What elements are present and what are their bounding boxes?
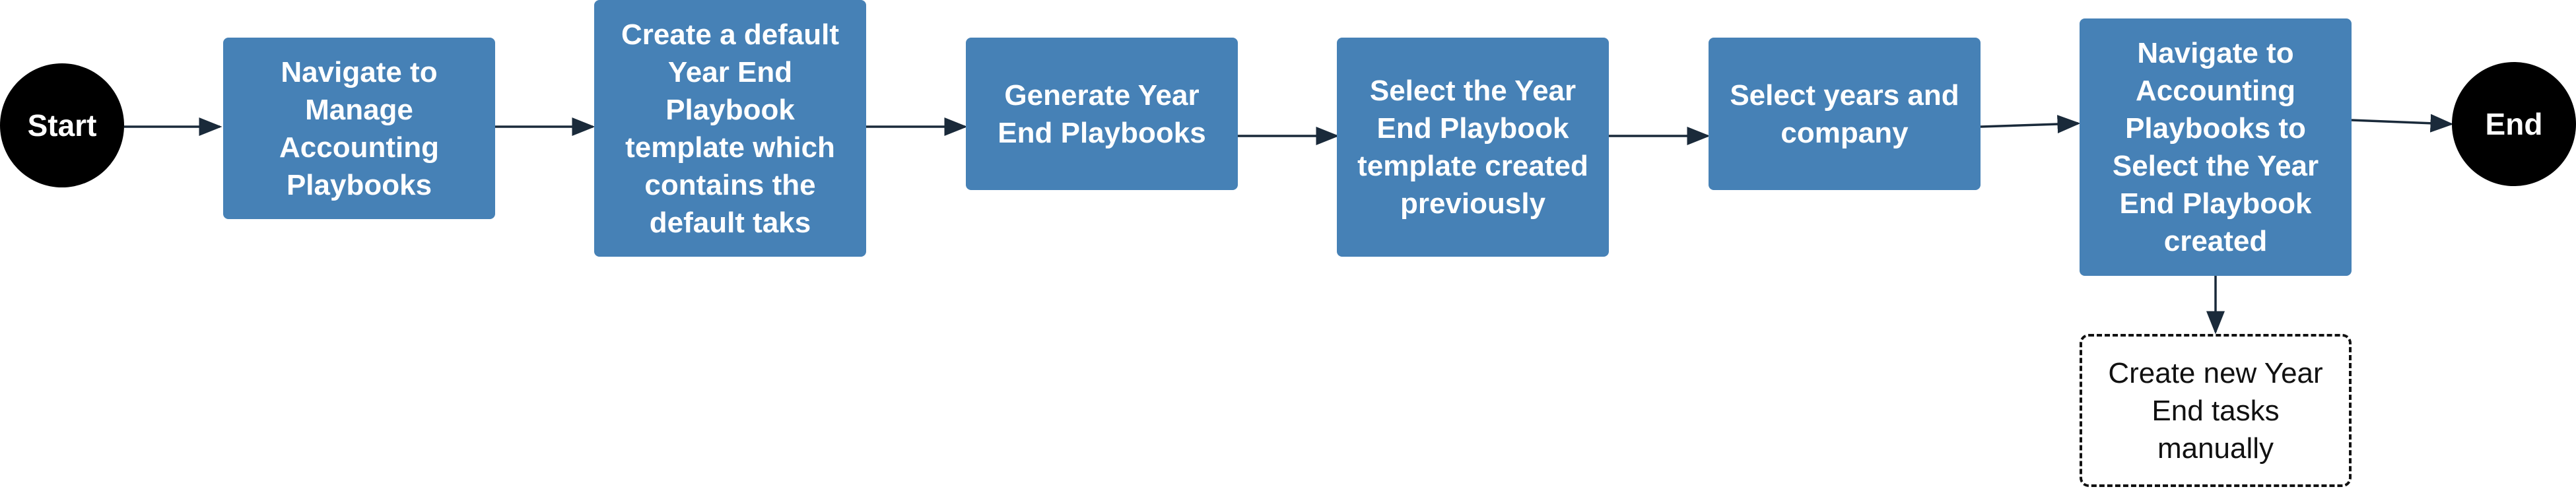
start-node: Start	[0, 63, 124, 187]
step-navigate-accounting-playbooks: Navigate to Accounting Playbooks to Sele…	[2080, 18, 2352, 276]
step-select-template: Select the Year End Playbook template cr…	[1337, 38, 1609, 257]
step-create-default-template: Create a default Year End Playbook templ…	[594, 0, 866, 257]
end-node: End	[2452, 62, 2576, 186]
step-5-label: Select years and company	[1730, 79, 1959, 149]
step-generate-playbooks: Generate Year End Playbooks	[966, 38, 1238, 190]
step-select-years-company: Select years and company	[1709, 38, 1981, 190]
end-node-label: End	[2485, 107, 2543, 141]
branch-step-label: Create new Year End tasks manually	[2108, 356, 2323, 465]
step-6-label: Navigate to Accounting Playbooks to Sele…	[2112, 37, 2319, 257]
arrow-step-6-to-end	[2351, 114, 2454, 133]
step-navigate-manage-playbooks: Navigate to Manage Accounting Playbooks	[223, 38, 495, 219]
start-node-label: Start	[27, 108, 97, 143]
step-3-label: Generate Year End Playbooks	[998, 79, 1206, 149]
step-1-label: Navigate to Manage Accounting Playbooks	[279, 55, 439, 201]
arrow-step-5-to-step-6	[1980, 115, 2081, 134]
step-2-label: Create a default Year End Playbook templ…	[621, 18, 840, 239]
branch-create-tasks-manually: Create new Year End tasks manually	[2080, 334, 2352, 487]
step-4-label: Select the Year End Playbook template cr…	[1357, 75, 1588, 220]
